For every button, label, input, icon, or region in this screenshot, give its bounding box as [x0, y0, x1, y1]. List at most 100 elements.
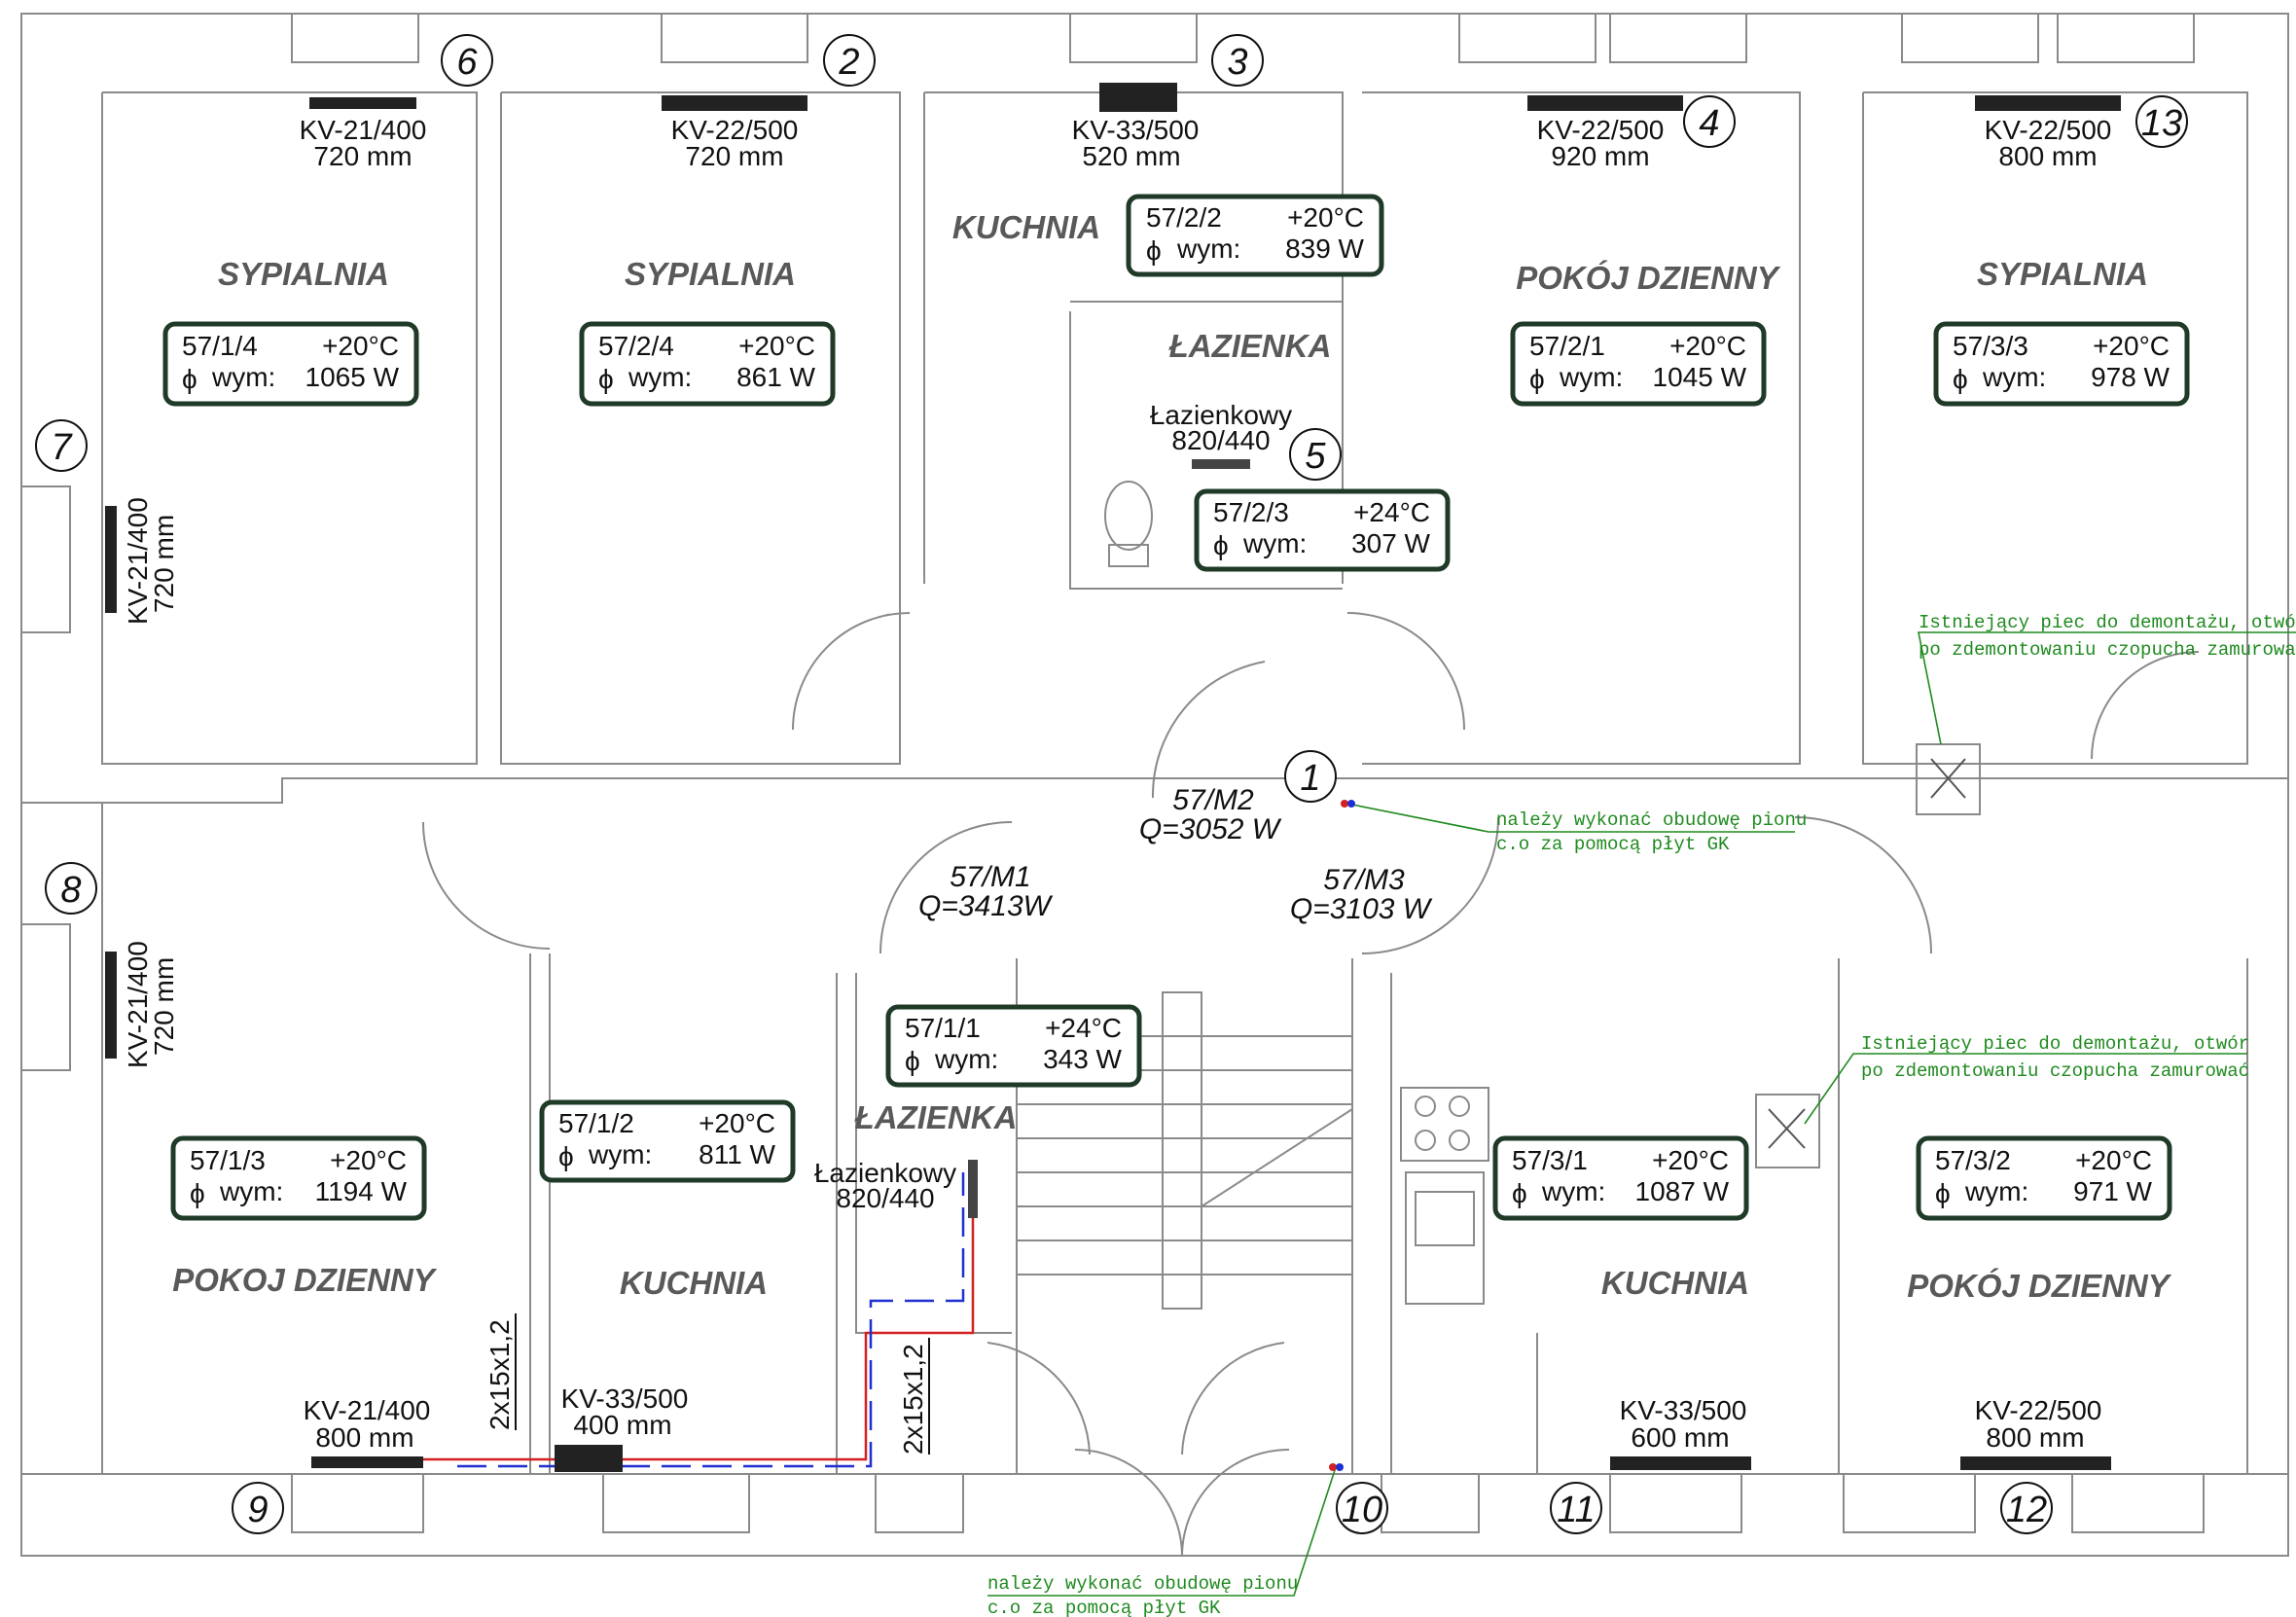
flat-name: 57/M3 [1323, 864, 1405, 896]
flat-name: 57/M1 [950, 861, 1030, 893]
note-text: Istniejący piec do demontażu, otwór [1861, 1033, 2249, 1055]
note-text: c.o za pomocą płyt GK [1496, 834, 1730, 855]
svg-text:57/2/2: 57/2/2 [1146, 202, 1222, 233]
radiator-length: 720 mm [685, 141, 783, 171]
svg-text:1: 1 [1300, 758, 1320, 799]
svg-text:ϕ: ϕ [1213, 530, 1229, 560]
room-name: KUCHNIA [620, 1265, 768, 1301]
pipe-size-label: 2x15x1,2 [898, 1344, 928, 1455]
note-text: po zdemontowaniu czopucha zamurować [1861, 1060, 2249, 1082]
room-name: ŁAZIENKA [1168, 328, 1332, 364]
room-info-box: 57/2/1 +20°C ϕ wym: 1045 W [1510, 321, 1767, 407]
room-info-box: 57/3/2 +20°C ϕ wym: 971 W [1916, 1135, 2172, 1221]
marker: 11 [1550, 1482, 1602, 1534]
svg-text:861 W: 861 W [736, 362, 815, 392]
room-name: POKOJ DZIENNY [172, 1262, 438, 1298]
pipe-size-label: 2x15x1,2 [484, 1319, 515, 1430]
radiator-length: 600 mm [1631, 1422, 1729, 1453]
svg-text:57/3/2: 57/3/2 [1935, 1145, 2011, 1175]
marker: 10 [1336, 1482, 1388, 1534]
radiator-model: Łazienkowy [1150, 400, 1292, 430]
note-text: c.o za pomocą płyt GK [987, 1598, 1221, 1617]
svg-text:12: 12 [2006, 1490, 2047, 1530]
marker: 13 [2135, 95, 2188, 148]
radiator-length: 800 mm [315, 1422, 413, 1453]
room-name: KUCHNIA [952, 209, 1100, 245]
radiator-length: 720 mm [149, 957, 179, 1056]
svg-text:ϕ: ϕ [1935, 1178, 1951, 1208]
svg-text:57/1/1: 57/1/1 [905, 1013, 981, 1043]
marker: 3 [1211, 34, 1264, 87]
room-info-box: 57/1/3 +20°C ϕ wym: 1194 W [170, 1135, 427, 1221]
svg-text:wym:: wym: [1176, 234, 1240, 264]
radiator-model: KV-21/400 [304, 1395, 431, 1425]
svg-text:+20°C: +20°C [1652, 1145, 1729, 1175]
svg-text:wym:: wym: [934, 1044, 998, 1074]
svg-text:wym:: wym: [1982, 362, 2046, 392]
flat-load: Q=3413W [918, 890, 1054, 922]
svg-text:wym:: wym: [1541, 1176, 1605, 1206]
svg-text:1194 W: 1194 W [315, 1176, 408, 1206]
svg-text:978 W: 978 W [2091, 362, 2170, 392]
annotation-notes: Istniejący piec do demontażu, otwór po z… [987, 612, 2296, 1617]
svg-text:57/1/2: 57/1/2 [558, 1108, 634, 1138]
svg-text:+24°C: +24°C [1353, 497, 1430, 527]
svg-text:1045 W: 1045 W [1653, 362, 1747, 392]
svg-text:3: 3 [1227, 42, 1247, 83]
svg-text:5: 5 [1305, 436, 1326, 477]
svg-text:9: 9 [247, 1490, 268, 1530]
radiator-length: 820/440 [1171, 425, 1270, 455]
svg-text:2: 2 [838, 42, 859, 83]
svg-text:811 W: 811 W [699, 1139, 775, 1169]
radiator-labels: KV-21/400 720 mm KV-22/500 720 mm KV-33/… [123, 115, 2111, 1453]
svg-text:wym:: wym: [628, 362, 692, 392]
room-name: POKÓJ DZIENNY [1907, 1268, 2172, 1304]
svg-text:307 W: 307 W [1351, 528, 1430, 558]
heating-pipes [321, 1172, 975, 1468]
room-name: POKÓJ DZIENNY [1516, 260, 1781, 296]
room-info-box: 57/1/1 +24°C ϕ wym: 343 W [885, 1004, 1142, 1088]
svg-text:+24°C: +24°C [1045, 1013, 1122, 1043]
svg-text:wym:: wym: [588, 1139, 652, 1169]
svg-text:ϕ: ϕ [1512, 1178, 1527, 1208]
room-info-box: 57/3/1 +20°C ϕ wym: 1087 W [1492, 1135, 1749, 1221]
svg-text:+20°C: +20°C [322, 331, 399, 361]
note-text: Istniejący piec do demontażu, otwór [1919, 612, 2296, 633]
marker: 1 [1284, 750, 1337, 803]
note-text: po zdemontowaniu czopucha zamurować [1919, 639, 2296, 661]
radiator-model: KV-33/500 [1620, 1395, 1747, 1425]
radiator-model: KV-21/400 [123, 497, 153, 625]
svg-text:57/2/4: 57/2/4 [598, 331, 674, 361]
svg-text:ϕ: ϕ [598, 364, 614, 394]
pipe-labels: 2x15x1,2 2x15x1,2 [484, 1313, 930, 1455]
svg-text:57/2/1: 57/2/1 [1529, 331, 1605, 361]
svg-text:ϕ: ϕ [558, 1141, 574, 1171]
svg-text:+20°C: +20°C [2093, 331, 2170, 361]
radiator-length: 720 mm [313, 141, 412, 171]
svg-text:10: 10 [1342, 1490, 1382, 1530]
room-info-box: 57/3/3 +20°C ϕ wym: 978 W [1933, 321, 2190, 407]
marker: 12 [2000, 1482, 2053, 1534]
room-info-box: 57/2/2 +20°C ϕ wym: 839 W [1126, 194, 1384, 277]
svg-text:1065 W: 1065 W [305, 362, 400, 392]
marker: 6 [441, 34, 493, 87]
svg-text:57/3/3: 57/3/3 [1953, 331, 2028, 361]
svg-text:ϕ: ϕ [182, 364, 197, 394]
radiator-length: 720 mm [149, 515, 179, 613]
svg-text:wym:: wym: [1242, 528, 1307, 558]
svg-text:343 W: 343 W [1043, 1044, 1122, 1074]
flat-name: 57/M2 [1172, 784, 1254, 816]
radiator-model: KV-22/500 [1985, 115, 2112, 145]
marker: 8 [45, 862, 97, 915]
flat-load: Q=3052 W [1139, 813, 1282, 845]
svg-text:4: 4 [1699, 103, 1719, 144]
svg-text:wym:: wym: [211, 362, 275, 392]
svg-text:11: 11 [1557, 1490, 1595, 1530]
radiator-model: KV-33/500 [1072, 115, 1200, 145]
svg-text:wym:: wym: [1559, 362, 1623, 392]
svg-text:ϕ: ϕ [1146, 235, 1162, 266]
radiator-length: 920 mm [1551, 141, 1649, 171]
svg-text:+20°C: +20°C [699, 1108, 775, 1138]
